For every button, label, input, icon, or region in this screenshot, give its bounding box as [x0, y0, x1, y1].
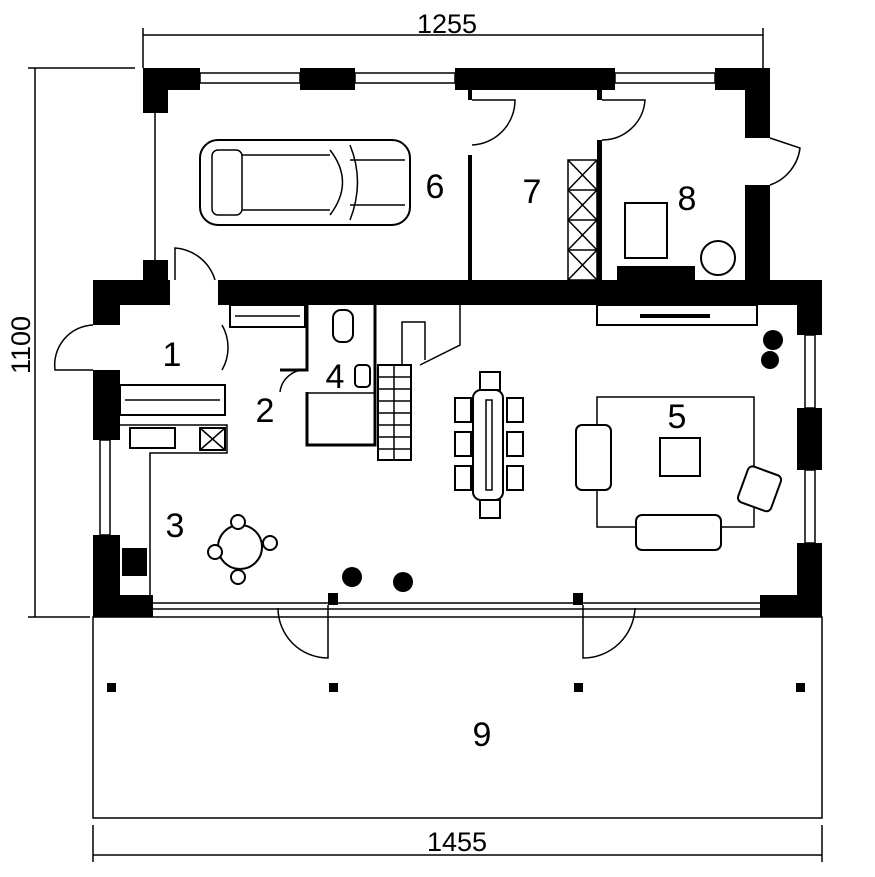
doors [53, 99, 801, 659]
dining-table [454, 371, 524, 519]
windows [99, 72, 816, 610]
dimension-top-label: 1255 [417, 9, 477, 39]
room-label-5: 5 [668, 398, 687, 436]
bathroom-fixtures [332, 309, 371, 388]
dimension-bottom: 1455 [92, 825, 823, 862]
round-table [207, 514, 278, 585]
room-label-2: 2 [256, 392, 275, 430]
plant-icons [342, 330, 783, 592]
walls [93, 68, 822, 617]
room-label-3: 3 [166, 507, 185, 545]
room-label-4: 4 [326, 358, 345, 396]
room-label-6: 6 [426, 168, 445, 206]
wardrobes [119, 304, 306, 416]
car-icon [199, 139, 411, 226]
room-labels: 1 2 3 4 5 6 7 8 9 [163, 168, 697, 754]
dimension-bottom-label: 1455 [427, 827, 487, 857]
shelving [567, 159, 598, 281]
staircase [377, 305, 461, 461]
room-label-1: 1 [163, 336, 182, 374]
dimension-left: 1100 [6, 67, 135, 618]
kitchen-counter [120, 424, 228, 595]
room-label-7: 7 [523, 173, 542, 211]
boiler-room-equipment [617, 202, 736, 280]
room-label-9: 9 [473, 716, 492, 754]
terrace [92, 616, 823, 819]
dimension-top: 1255 [142, 9, 764, 68]
room-label-8: 8 [678, 180, 697, 218]
living-room-furniture [575, 304, 783, 551]
dimension-left-label: 1100 [6, 316, 36, 374]
